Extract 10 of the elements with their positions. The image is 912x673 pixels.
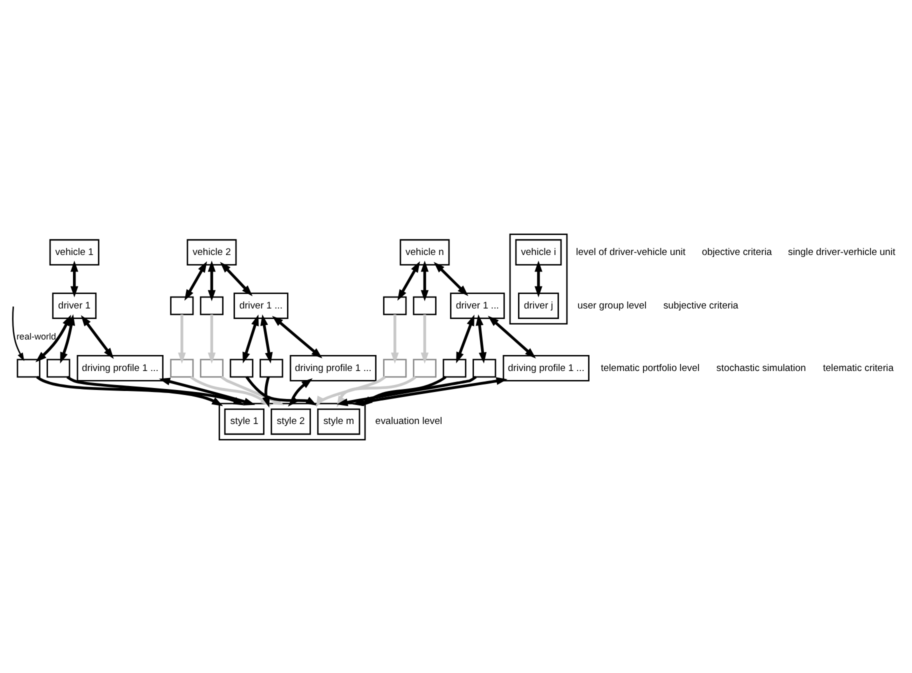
label: subjective criteria bbox=[663, 300, 738, 311]
label: stochastic simulation bbox=[716, 362, 806, 374]
label: single driver-verhicle unit bbox=[788, 246, 896, 258]
label: telematic criteria bbox=[822, 362, 894, 374]
label: objective criteria bbox=[702, 246, 772, 258]
edge-label: real-world bbox=[16, 330, 56, 341]
label: level of driver-vehicle unit bbox=[576, 246, 686, 258]
label: evaluation level bbox=[375, 416, 442, 427]
label: telematic portfolio level bbox=[600, 362, 700, 374]
label: user group level bbox=[577, 300, 647, 311]
